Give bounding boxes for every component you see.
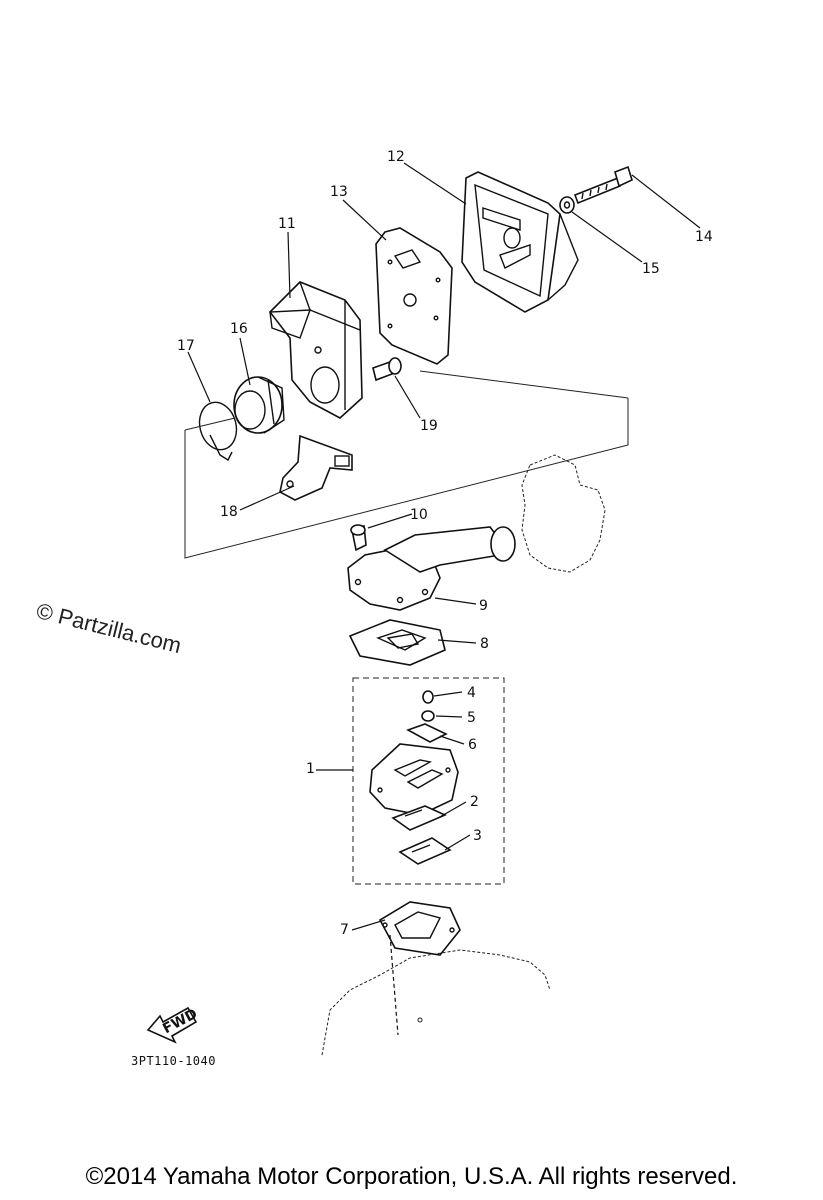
engine-outline-right <box>521 454 606 573</box>
part-4-screw <box>422 690 434 704</box>
assembly-box-top-right <box>419 370 629 399</box>
diagram-code: 3PT110-1040 <box>131 1054 216 1068</box>
label-part-8: 8 <box>480 636 489 652</box>
label-part-2: 2 <box>470 794 479 810</box>
part-6-stopper <box>406 723 448 743</box>
leader-lines <box>187 162 701 1036</box>
part-15-washer <box>559 196 575 214</box>
part-18-bracket <box>279 434 353 501</box>
part-11-silencer <box>268 281 363 419</box>
part-8-gasket <box>348 619 446 666</box>
part-1-reed-valve <box>369 743 459 816</box>
fwd-arrow-icon: FWD <box>146 1006 200 1044</box>
part-5-washer <box>421 710 435 722</box>
label-part-7: 7 <box>340 922 349 938</box>
label-part-1: 1 <box>306 761 315 777</box>
label-part-18: 18 <box>220 504 238 520</box>
part-3-reed <box>398 837 452 865</box>
engine-outline-bottom <box>321 949 551 1056</box>
part-12-cover <box>461 171 579 313</box>
label-part-6: 6 <box>468 737 477 753</box>
label-part-11: 11 <box>278 216 296 232</box>
part-10-bolt <box>350 524 367 552</box>
copyright-notice: ©2014 Yamaha Motor Corporation, U.S.A. A… <box>85 1163 738 1190</box>
assembly-box-top-left <box>184 417 236 431</box>
reed-valve-box <box>352 677 505 885</box>
part-14-bolt <box>573 165 633 205</box>
part-2-reed <box>391 805 447 831</box>
label-part-3: 3 <box>473 828 482 844</box>
part-9-manifold <box>347 526 516 611</box>
fwd-label: FWD <box>160 1006 200 1037</box>
part-16-collar <box>233 376 285 434</box>
part-19-bolt <box>372 357 402 382</box>
part-13-plate <box>375 227 453 365</box>
label-part-19: 19 <box>420 418 438 434</box>
label-part-17: 17 <box>177 338 195 354</box>
label-part-4: 4 <box>467 685 476 701</box>
part-7-gasket <box>378 901 461 956</box>
label-part-12: 12 <box>387 149 405 165</box>
label-part-5: 5 <box>467 710 476 726</box>
assembly-box-outline <box>184 398 629 559</box>
label-part-9: 9 <box>479 598 488 614</box>
label-part-10: 10 <box>410 507 428 523</box>
label-part-14: 14 <box>695 229 713 245</box>
label-part-16: 16 <box>230 321 248 337</box>
part-17-clip <box>198 401 238 462</box>
label-part-13: 13 <box>330 184 348 200</box>
label-part-15: 15 <box>642 261 660 277</box>
engine-hole-1 <box>417 1017 423 1023</box>
